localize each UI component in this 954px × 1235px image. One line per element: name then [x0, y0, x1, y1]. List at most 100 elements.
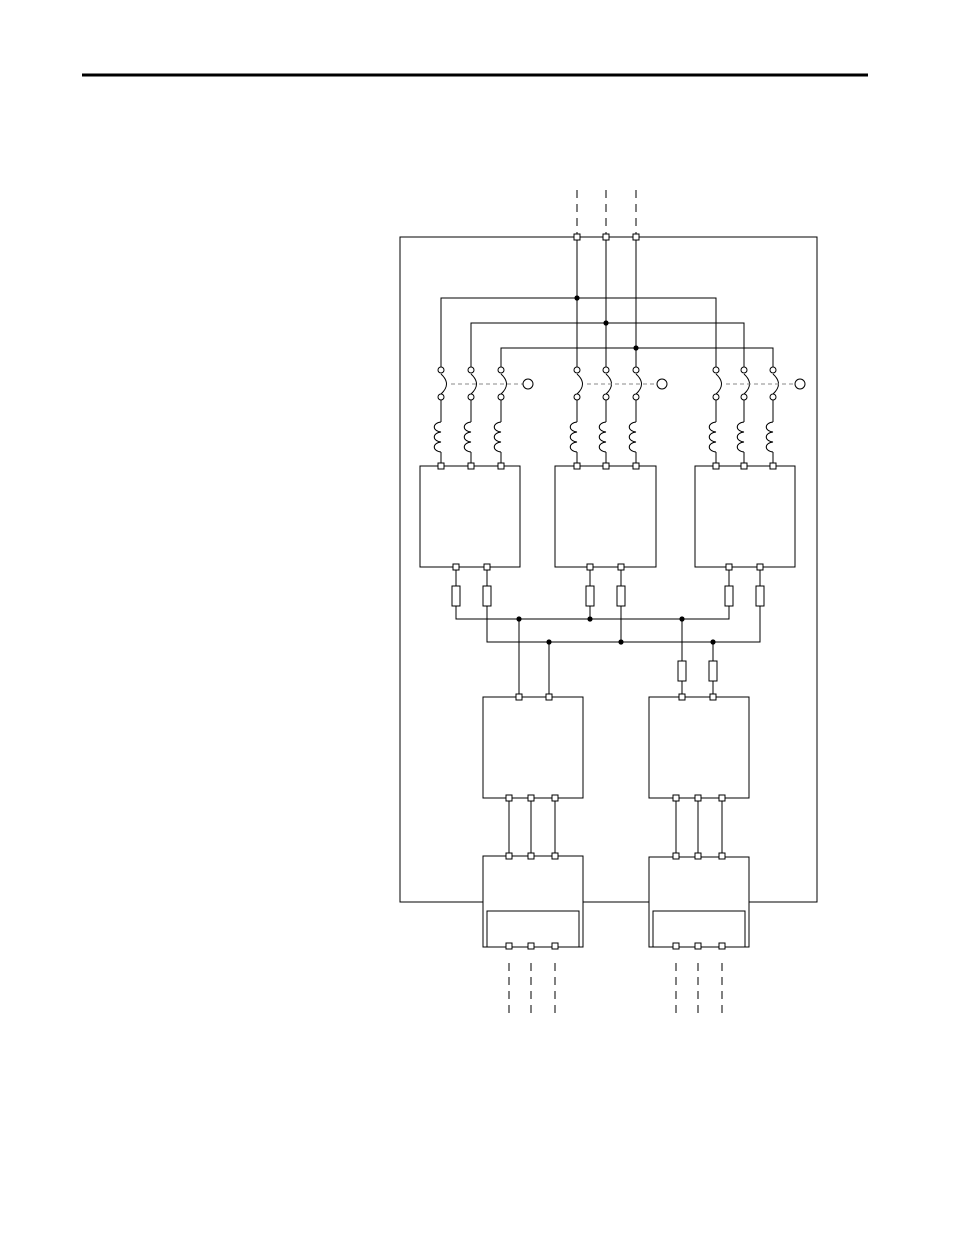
reactor-coil	[709, 422, 716, 452]
breaker-contact-arc	[577, 374, 583, 394]
breaker-contact-bottom	[770, 394, 776, 400]
terminal-block-bottom-terminal	[528, 943, 534, 949]
output-block-input-terminal	[679, 694, 685, 700]
junction-dot	[618, 639, 623, 644]
breaker-contact-top	[770, 367, 776, 373]
converter-output-terminal	[484, 564, 490, 570]
breaker-contact-top	[741, 367, 747, 373]
enclosure-outline	[400, 237, 817, 902]
fuse	[678, 661, 686, 681]
breaker-contact-bottom	[713, 394, 719, 400]
fuse	[586, 586, 594, 606]
terminal-block-top-terminal	[528, 853, 534, 859]
fuse	[756, 586, 764, 606]
output-block-output-terminal	[528, 795, 534, 801]
converter-input-terminal	[633, 463, 639, 469]
converter-input-terminal	[603, 463, 609, 469]
converter-output-terminal	[726, 564, 732, 570]
junction-dot	[516, 616, 521, 621]
components	[420, 234, 805, 949]
converter-input-terminal	[574, 463, 580, 469]
converter-input-terminal	[741, 463, 747, 469]
breaker-contact-bottom	[468, 394, 474, 400]
terminal-block-bottom-terminal	[552, 943, 558, 949]
reactor-coil	[599, 422, 606, 452]
terminal-block-top-terminal	[552, 853, 558, 859]
reactor-coil	[629, 422, 636, 452]
output-block-1	[483, 697, 583, 798]
junction-dot	[633, 345, 638, 350]
breaker-operator-handle	[657, 379, 667, 389]
breaker-contact-bottom	[498, 394, 504, 400]
converter-input-terminal	[468, 463, 474, 469]
converter-block-1	[420, 466, 520, 567]
bus-phase-c	[501, 348, 773, 369]
terminal-block-top-terminal	[506, 853, 512, 859]
incoming-terminal	[574, 234, 580, 240]
breaker-contact-arc	[716, 374, 722, 394]
output-block-output-terminal	[673, 795, 679, 801]
bus-phase-a	[441, 298, 716, 369]
junction-dot	[679, 616, 684, 621]
terminal-block-top-terminal	[719, 853, 725, 859]
converter-input-terminal	[770, 463, 776, 469]
converter-block-2	[555, 466, 656, 567]
breaker-contact-bottom	[438, 394, 444, 400]
terminal-block-top-terminal	[695, 853, 701, 859]
converter-input-terminal	[713, 463, 719, 469]
fuse	[483, 586, 491, 606]
breaker-contact-top	[574, 367, 580, 373]
output-block-output-terminal	[695, 795, 701, 801]
terminal-block-2-inner	[653, 911, 745, 947]
reactor-coil	[737, 422, 744, 452]
output-block-2	[649, 697, 749, 798]
breaker-contact-bottom	[741, 394, 747, 400]
breaker-contact-top	[713, 367, 719, 373]
breaker-operator-handle	[795, 379, 805, 389]
output-block-input-terminal	[710, 694, 716, 700]
breaker-operator-handle	[523, 379, 533, 389]
breaker-contact-arc	[441, 374, 447, 394]
incoming-terminal	[603, 234, 609, 240]
output-block-input-terminal	[546, 694, 552, 700]
junction-dot	[546, 639, 551, 644]
converter-block-3	[695, 466, 795, 567]
fuse	[725, 586, 733, 606]
terminal-block-1-inner	[487, 911, 579, 947]
reactor-coil	[766, 422, 773, 452]
dc-bus-rail-negative	[487, 606, 760, 642]
breaker-contact-bottom	[603, 394, 609, 400]
terminal-block-bottom-terminal	[719, 943, 725, 949]
fuse	[709, 661, 717, 681]
fuse	[452, 586, 460, 606]
converter-output-terminal	[453, 564, 459, 570]
converter-output-terminal	[587, 564, 593, 570]
converter-input-terminal	[438, 463, 444, 469]
breaker-contact-top	[438, 367, 444, 373]
terminal-block-bottom-terminal	[506, 943, 512, 949]
breaker-contact-top	[603, 367, 609, 373]
terminal-block-top-terminal	[673, 853, 679, 859]
fuse	[617, 586, 625, 606]
output-block-output-terminal	[552, 795, 558, 801]
reactor-coil	[494, 422, 501, 452]
output-block-output-terminal	[506, 795, 512, 801]
output-block-input-terminal	[516, 694, 522, 700]
breaker-contact-top	[498, 367, 504, 373]
junction-dot	[574, 295, 579, 300]
terminal-block-bottom-terminal	[695, 943, 701, 949]
dc-bus-rail-positive	[456, 606, 729, 619]
breaker-contact-bottom	[574, 394, 580, 400]
breaker-contact-top	[468, 367, 474, 373]
junction-dot	[710, 639, 715, 644]
bus-phase-b	[471, 323, 744, 369]
converter-output-terminal	[618, 564, 624, 570]
reactor-coil	[464, 422, 471, 452]
junction-dot	[587, 616, 592, 621]
breaker-contact-top	[633, 367, 639, 373]
terminal-block-bottom-terminal	[673, 943, 679, 949]
breaker-contact-bottom	[633, 394, 639, 400]
incoming-terminal	[633, 234, 639, 240]
converter-input-terminal	[498, 463, 504, 469]
